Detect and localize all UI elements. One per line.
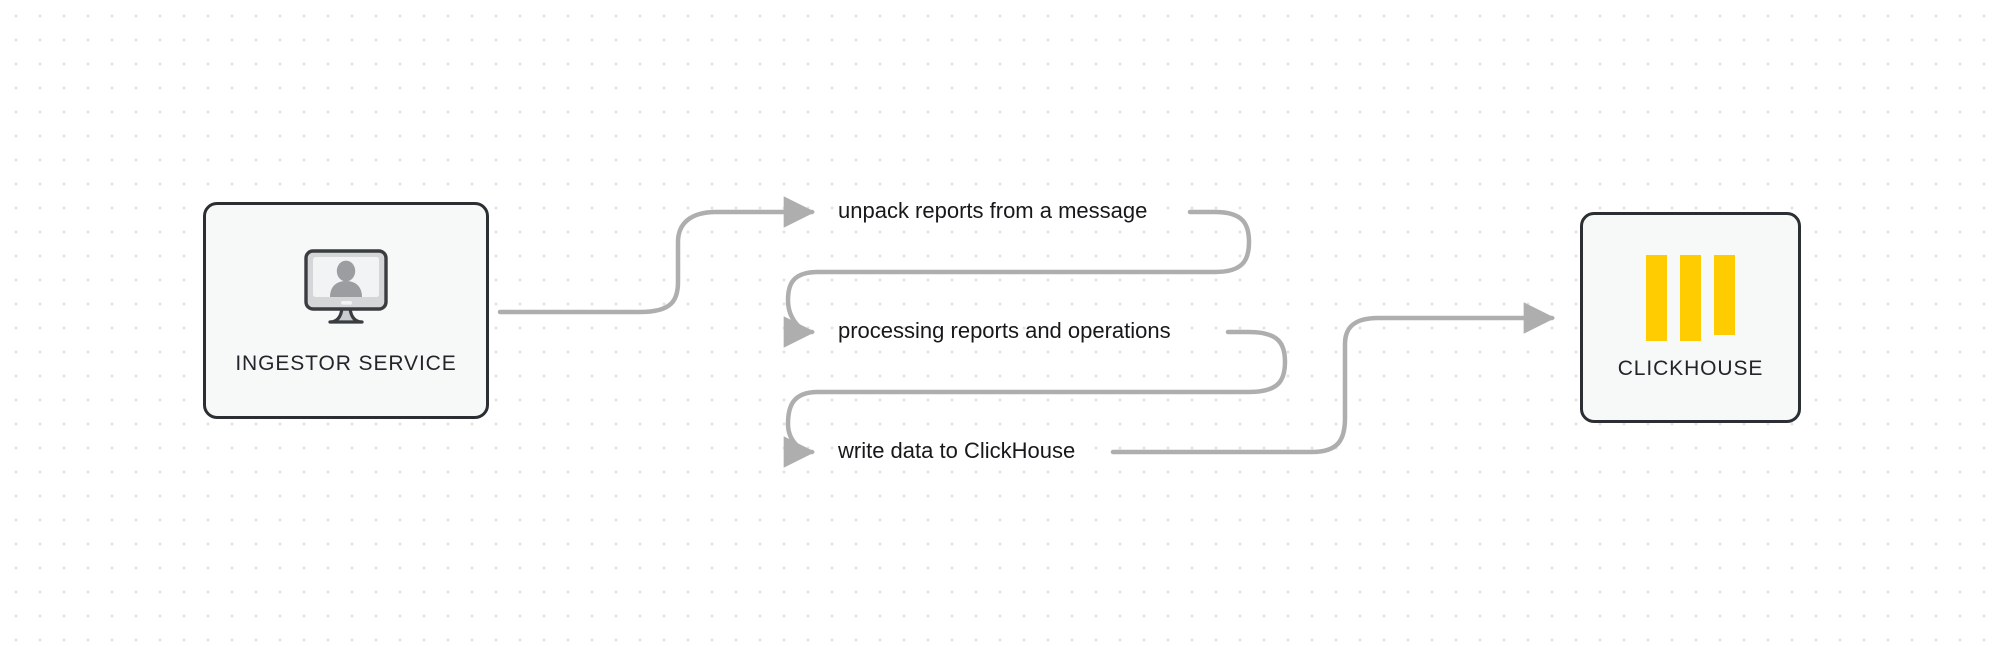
clickhouse-bar-2 xyxy=(1680,254,1701,341)
clickhouse-bar-3 xyxy=(1714,254,1735,335)
edge-step3-to-clickhouse xyxy=(1110,302,1556,455)
node-clickhouse[interactable]: CLICKHOUSE xyxy=(1580,212,1801,423)
clickhouse-bar-1 xyxy=(1646,254,1667,341)
clickhouse-bars-icon xyxy=(1646,254,1735,341)
node-ingestor-service-label: INGESTOR SERVICE xyxy=(235,351,457,375)
node-ingestor-service[interactable]: INGESTOR SERVICE xyxy=(203,202,489,419)
edge-label-step-1: unpack reports from a message xyxy=(838,198,1148,223)
edge-step2-to-step3 xyxy=(783,329,1288,468)
edge-label-step-3: write data to ClickHouse xyxy=(838,438,1076,463)
edge-ingestor-to-step1 xyxy=(497,196,816,315)
node-clickhouse-label: CLICKHOUSE xyxy=(1617,356,1764,380)
edge-step1-to-step2 xyxy=(783,209,1252,348)
edge-label-step-2: processing reports and operations xyxy=(838,318,1171,343)
monitor-user-icon xyxy=(300,246,392,332)
